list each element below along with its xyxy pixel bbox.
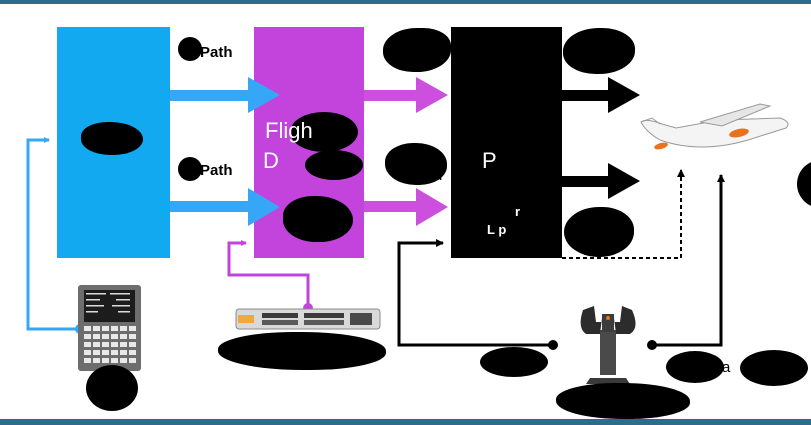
redaction-blob (178, 157, 202, 181)
redaction-blob (740, 350, 808, 386)
redaction-blob (556, 383, 690, 419)
redaction-blob (178, 37, 202, 61)
yoke-icon (581, 306, 636, 384)
black-block-label-or: r (515, 204, 520, 219)
blue-arrow-top (170, 77, 280, 113)
redaction-blob (563, 28, 635, 74)
bottom-border (0, 419, 811, 425)
fragment-o: o (414, 167, 422, 184)
redaction-blob (81, 122, 143, 155)
path-label-top: Path (200, 44, 233, 61)
mid-block-text-line1: Fligh (265, 118, 313, 144)
control-panel-icon (236, 309, 380, 329)
cdu-keypad-icon (78, 285, 141, 371)
blue-arrow-bottom (170, 188, 280, 226)
redaction-blob (383, 28, 451, 72)
redaction-blob (86, 365, 138, 411)
black-arrow-bottom (562, 163, 640, 199)
black-block-label-loop: L p (487, 222, 506, 237)
magenta-arrow-top (364, 77, 448, 113)
fragment-d: d (434, 167, 442, 184)
black-block-text-line2: P (482, 148, 497, 174)
redaction-blob (480, 347, 548, 377)
redaction-blob (666, 351, 724, 383)
redaction-blob (305, 150, 363, 180)
redaction-blob (283, 196, 353, 242)
fragment-a: a (722, 359, 730, 376)
mid-block-text-line2: D (263, 148, 279, 174)
black-arrow-top (562, 77, 640, 113)
path-label-bottom: Path (200, 162, 233, 179)
redaction-blob (564, 207, 634, 257)
redaction-blob (218, 332, 386, 370)
airplane-icon (641, 104, 788, 151)
magenta-arrow-bottom (364, 188, 448, 226)
